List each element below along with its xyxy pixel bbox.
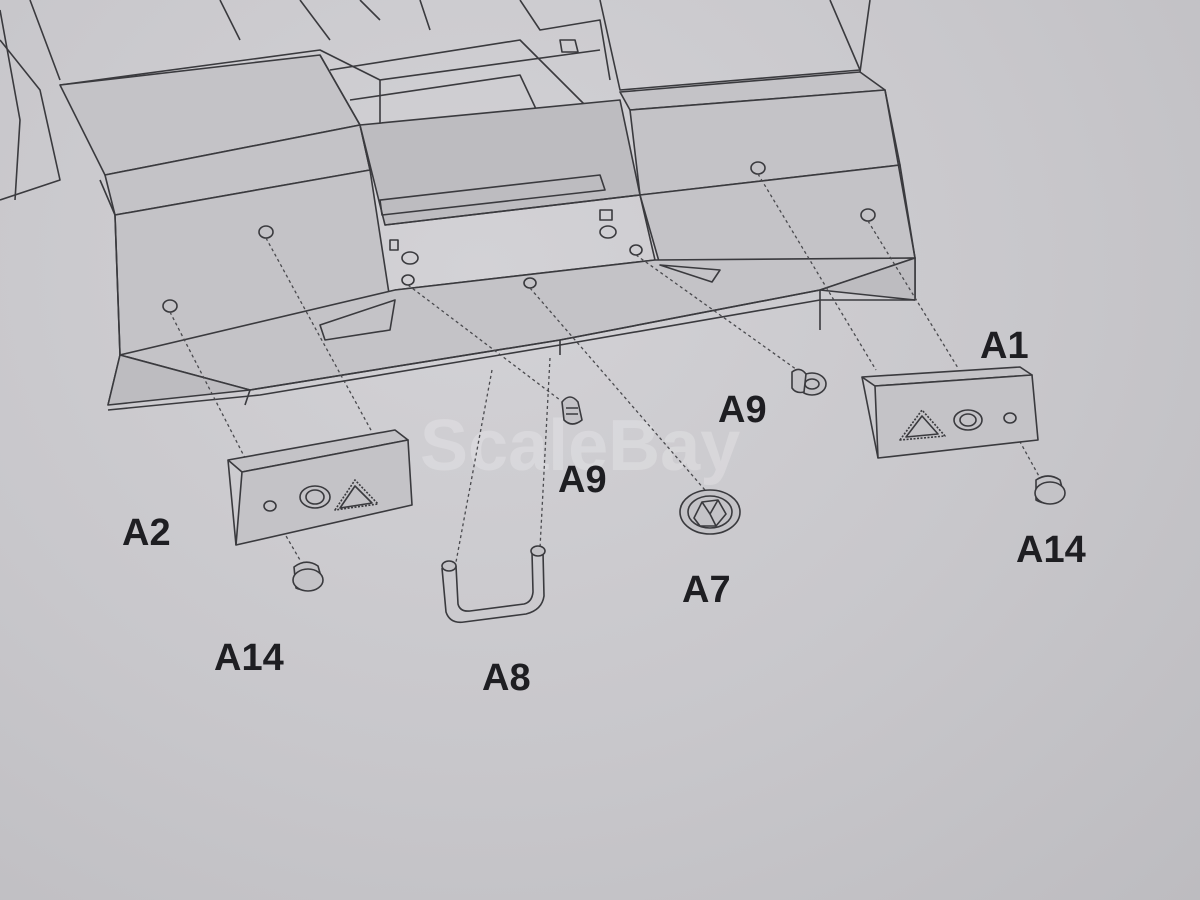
part-a8-handle [441, 545, 546, 624]
part-a7-hatch [679, 489, 741, 535]
label-a7: A7 [682, 569, 731, 611]
part-a14-right-lens [1034, 475, 1066, 505]
hull-rear [0, 0, 916, 411]
part-a9-left-bracket [561, 396, 583, 425]
part-labels: A1 A2 A7 A8 A9 A9 A14 A14 [122, 325, 1086, 699]
part-a1-light-housing [861, 366, 1039, 459]
label-a14-right: A14 [1016, 529, 1086, 571]
part-a2-light-housing [227, 429, 413, 546]
part-a14-left-lens [292, 561, 324, 592]
label-a9-left: A9 [558, 459, 607, 501]
label-a8: A8 [482, 657, 531, 699]
part-a9-right-hook [791, 368, 827, 396]
label-a1: A1 [980, 325, 1029, 367]
label-a14-left: A14 [214, 637, 284, 679]
label-a2: A2 [122, 512, 171, 554]
label-a9-right: A9 [718, 389, 767, 431]
